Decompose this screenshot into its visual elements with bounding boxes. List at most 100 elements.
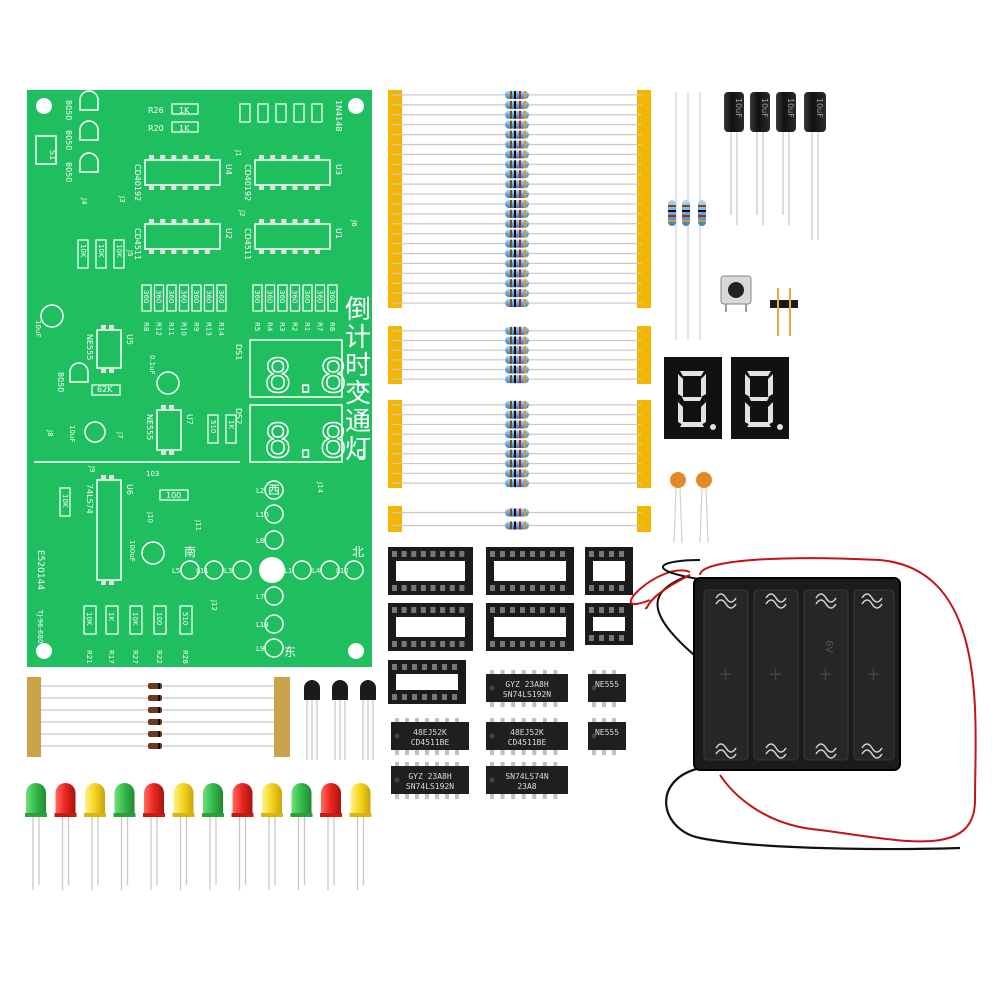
socket-pin bbox=[500, 585, 505, 591]
resistor-value: 1K bbox=[107, 612, 115, 621]
led-rim bbox=[25, 813, 47, 817]
chip-pin bbox=[395, 718, 399, 723]
resistor-band bbox=[524, 239, 526, 248]
resistor-ref: R12 bbox=[155, 322, 163, 336]
resistor-band bbox=[514, 355, 516, 364]
pad bbox=[101, 580, 106, 585]
electrolytic-capacitor bbox=[776, 92, 796, 132]
chip-notch bbox=[489, 685, 495, 691]
resistor-value: 510 bbox=[181, 612, 189, 625]
switch-footprint bbox=[35, 135, 57, 165]
resistor-band bbox=[510, 375, 512, 384]
resistor bbox=[392, 508, 642, 517]
socket-pin bbox=[392, 694, 397, 700]
socket-window bbox=[396, 674, 458, 690]
resistor-ref: R14 bbox=[217, 322, 225, 336]
socket-pin bbox=[550, 551, 555, 557]
socket-pin bbox=[411, 607, 417, 613]
resistor-band bbox=[519, 269, 521, 278]
resistor-band bbox=[519, 199, 521, 208]
socket-pin bbox=[530, 641, 535, 647]
board-code: E520144 bbox=[35, 550, 45, 590]
socket-pin bbox=[540, 607, 545, 613]
resistor-band bbox=[682, 205, 690, 207]
pin-header bbox=[770, 300, 798, 308]
resistor-band bbox=[510, 269, 512, 278]
chip-marking-line1: GYZ 23A8H bbox=[408, 772, 452, 781]
chip-pin bbox=[425, 750, 429, 755]
socket-pin bbox=[589, 585, 594, 591]
resistor-band bbox=[514, 190, 516, 199]
led-footprint bbox=[344, 560, 364, 580]
socket-pin bbox=[619, 551, 624, 557]
resistor-footprint bbox=[302, 284, 313, 312]
led bbox=[114, 783, 135, 815]
resistor-band bbox=[514, 90, 516, 99]
resistor bbox=[392, 170, 642, 179]
chip-pin bbox=[532, 794, 537, 799]
jumper-label: J1 bbox=[234, 149, 242, 157]
socket-pin bbox=[589, 635, 594, 641]
segment bbox=[701, 402, 706, 425]
resistor-value: 10K bbox=[61, 494, 69, 508]
resistor-band bbox=[524, 336, 526, 345]
battery-spring bbox=[861, 599, 883, 609]
led-ref: L10 bbox=[256, 511, 269, 519]
led-rim bbox=[113, 813, 136, 817]
pad bbox=[204, 219, 210, 224]
resistor bbox=[392, 180, 642, 189]
pad bbox=[193, 155, 199, 160]
resistor-footprint bbox=[113, 239, 125, 269]
resistor-value: 360 bbox=[328, 290, 336, 303]
battery-spring bbox=[815, 593, 837, 603]
resistor bbox=[392, 190, 642, 199]
ic-socket bbox=[585, 547, 633, 595]
socket-pin bbox=[520, 551, 525, 557]
seven-segment-display bbox=[731, 357, 789, 439]
chip-pin bbox=[592, 702, 596, 707]
chip-notch bbox=[489, 733, 495, 739]
resistor-strips bbox=[388, 90, 651, 532]
pad bbox=[270, 219, 276, 224]
socket-pin bbox=[599, 607, 604, 613]
resistor bbox=[392, 299, 642, 308]
resistor-band bbox=[524, 400, 526, 409]
pad bbox=[149, 155, 154, 160]
chip-pin bbox=[500, 750, 505, 755]
resistor-band bbox=[524, 521, 526, 530]
led bbox=[173, 783, 194, 815]
resistor bbox=[392, 336, 642, 345]
cap-lead bbox=[705, 485, 709, 544]
resistor-band bbox=[514, 326, 516, 335]
led-rim bbox=[261, 813, 283, 817]
battery-spring bbox=[715, 749, 737, 759]
segment bbox=[680, 422, 704, 427]
chip-marking-line2: SN74LS192N bbox=[503, 690, 551, 699]
resistor-band bbox=[510, 410, 512, 419]
socket-pin bbox=[430, 641, 436, 647]
resistor-band bbox=[510, 279, 512, 288]
display-outline-digit: 8.8. bbox=[264, 414, 375, 468]
chip-marking-line2: SN74LS192N bbox=[406, 782, 454, 791]
chip-marking-line1: GYZ 23A8H bbox=[505, 680, 549, 689]
led-footprint bbox=[264, 638, 284, 658]
resistor-footprint bbox=[314, 284, 326, 312]
resistor-value: 62K bbox=[97, 385, 113, 394]
socket-pin bbox=[550, 607, 555, 613]
transistor-label: 8050 bbox=[64, 130, 73, 150]
battery-spring bbox=[815, 743, 837, 753]
cap-lead bbox=[673, 485, 677, 544]
battery-spring bbox=[861, 749, 883, 759]
resistor-footprint bbox=[129, 605, 143, 635]
chip-pin bbox=[553, 762, 558, 767]
led-rim bbox=[84, 813, 106, 817]
resistor-band bbox=[698, 210, 706, 212]
socket-pin bbox=[609, 635, 614, 641]
socket-pin bbox=[430, 607, 436, 613]
segment bbox=[749, 397, 769, 401]
socket-pin bbox=[452, 664, 457, 670]
socket-pin bbox=[510, 607, 515, 613]
resistor-band bbox=[682, 220, 690, 222]
